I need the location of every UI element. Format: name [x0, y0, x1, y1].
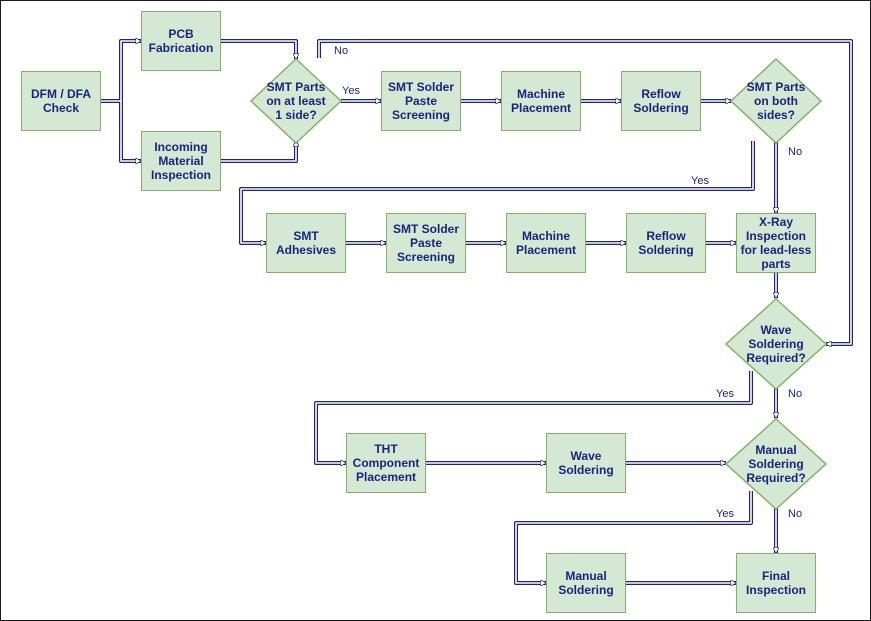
edge-label-manual-yes: Yes — [716, 508, 734, 520]
node-tht-component-placement: THT Component Placement — [346, 433, 426, 493]
node-smt-adhesives: SMT Adhesives — [266, 213, 346, 273]
node-incoming-material-inspection: Incoming Material Inspection — [141, 131, 221, 191]
node-manual-soldering: Manual Soldering — [546, 553, 626, 613]
node-reflow-soldering-1: Reflow Soldering — [621, 71, 701, 131]
edge-label-both-sides-yes: Yes — [691, 175, 709, 187]
edge-label-one-side-yes: Yes — [342, 85, 360, 97]
edge-label-manual-no: No — [788, 508, 803, 520]
decision-manual-soldering-required: Manual Soldering Required? — [746, 443, 806, 485]
node-smt-solder-paste-screening-2: SMT Solder Paste Screening — [386, 213, 466, 273]
decision-wave-soldering-required: Wave Soldering Required? — [746, 323, 806, 365]
node-final-inspection: Final Inspection — [736, 553, 816, 613]
edge-label-wave-no: No — [788, 388, 803, 400]
edge-label-wave-yes: Yes — [716, 388, 734, 400]
edge-label-both-sides-no: No — [788, 146, 803, 158]
decision-smt-parts-both-sides: SMT Parts on both sides? — [746, 80, 806, 122]
node-machine-placement-1: Machine Placement — [501, 71, 581, 131]
node-dfm-dfa-check: DFM / DFA Check — [21, 71, 101, 131]
decision-wave-soldering-shape — [724, 297, 828, 391]
edge-label-one-side-no: No — [334, 45, 349, 57]
node-smt-solder-paste-screening-1: SMT Solder Paste Screening — [381, 71, 461, 131]
connector-inner — [101, 41, 852, 583]
decision-manual-soldering-shape — [724, 417, 828, 511]
decision-smt-parts-one-side: SMT Parts on at least 1 side? — [266, 80, 326, 122]
node-pcb-fabrication: PCB Fabrication — [141, 11, 221, 71]
node-reflow-soldering-2: Reflow Soldering — [626, 213, 706, 273]
node-wave-soldering: Wave Soldering — [546, 433, 626, 493]
decision-smt-one-side-shape — [249, 57, 343, 145]
decision-smt-both-sides-shape — [729, 57, 823, 145]
node-xray-inspection: X-Ray Inspection for lead-less parts — [736, 213, 816, 273]
node-machine-placement-2: Machine Placement — [506, 213, 586, 273]
decision-shapes — [249, 57, 828, 511]
